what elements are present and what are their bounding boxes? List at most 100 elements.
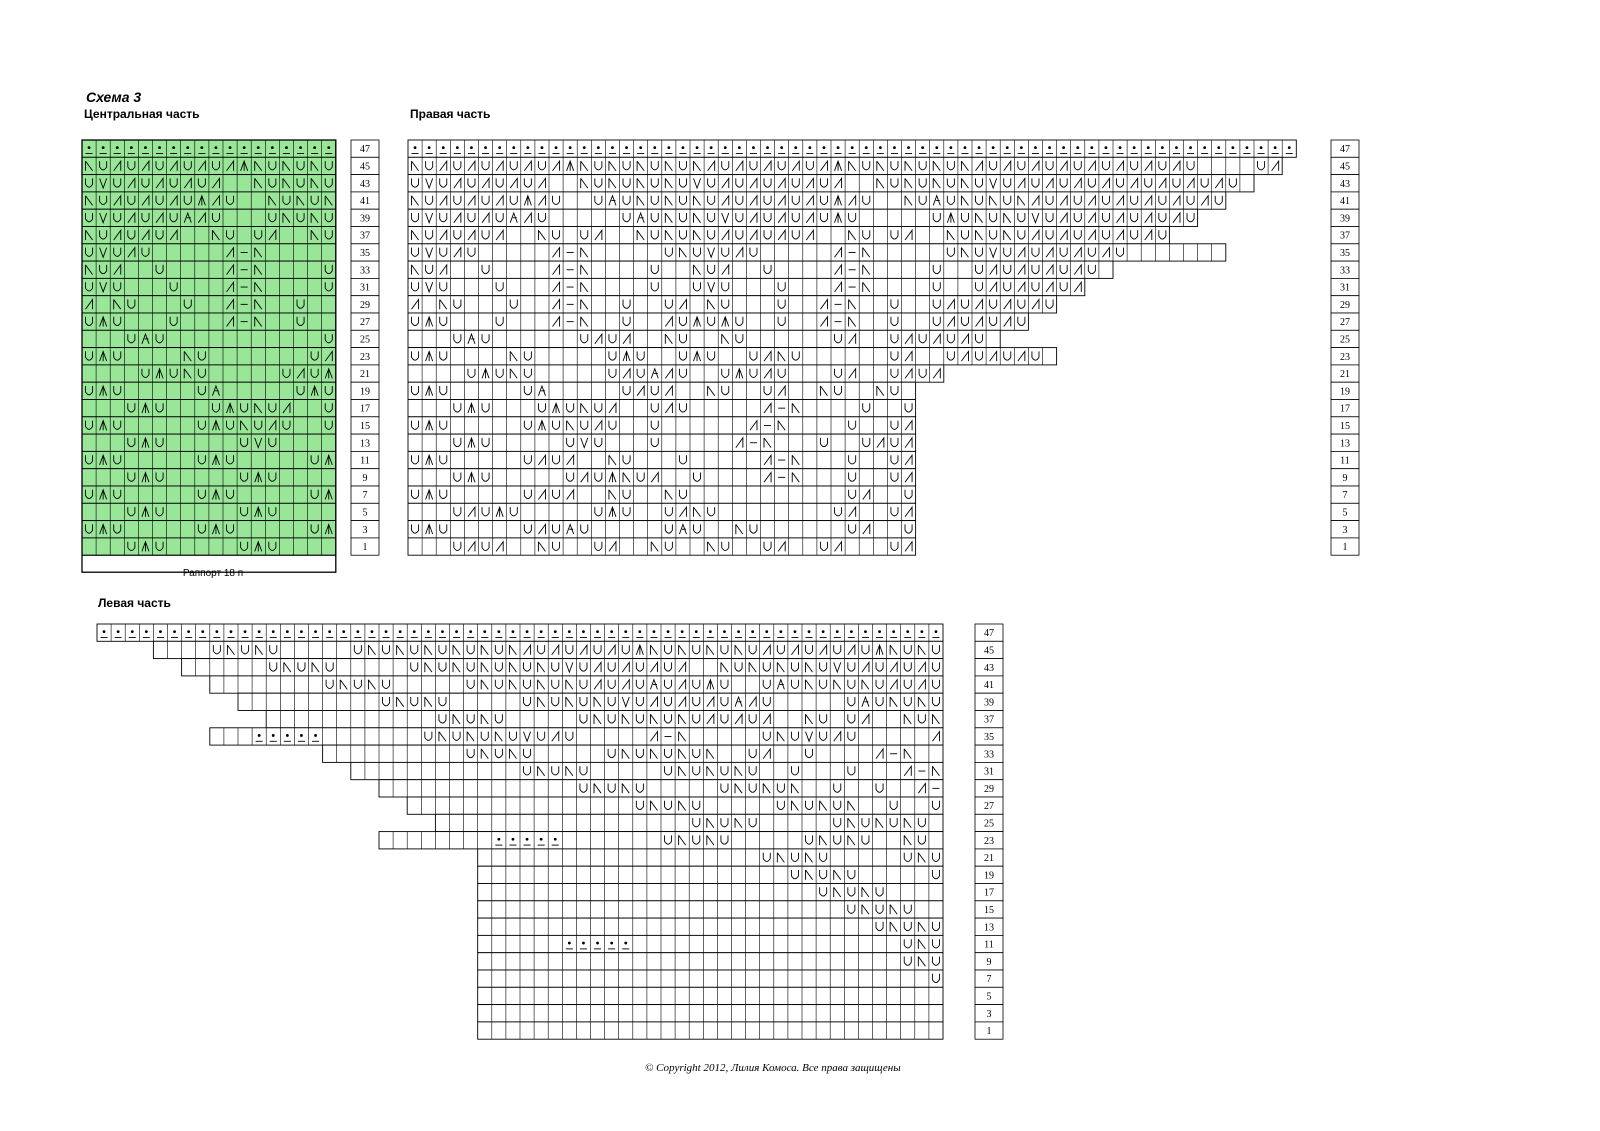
double-decrease-symbol [99, 419, 108, 431]
yarn-over-symbol [960, 299, 969, 309]
yarn-over-symbol [650, 178, 659, 188]
yarn-over-symbol [748, 748, 757, 759]
k2tog-symbol [622, 367, 631, 379]
k2tog-symbol [721, 194, 730, 206]
purl-dot-symbol [498, 146, 502, 150]
k2tog-symbol [763, 367, 772, 379]
ssk-symbol [734, 765, 743, 777]
yarn-over-symbol [1228, 178, 1237, 188]
yarn-over-symbol [382, 679, 391, 689]
double-decrease-symbol [538, 419, 546, 431]
yarn-over-symbol [523, 178, 532, 188]
yarn-over-symbol [1186, 195, 1195, 205]
k2tog-symbol [169, 194, 178, 206]
k2tog-symbol [819, 643, 828, 656]
yarn-over-symbol [552, 541, 561, 551]
ssk-symbol [367, 644, 376, 656]
yarn-over-symbol [931, 800, 940, 811]
ssk-symbol [678, 731, 687, 742]
yarn-over-symbol [720, 818, 729, 828]
yarn-over-symbol [664, 541, 673, 551]
yarn-over-symbol [183, 299, 192, 309]
ssk-symbol [593, 714, 602, 725]
ssk-symbol [621, 783, 630, 794]
purl-dot-symbol [101, 146, 105, 150]
yarn-over-symbol [790, 766, 799, 776]
purl-dot-symbol [229, 630, 233, 634]
yarn-over-symbol [805, 645, 814, 655]
yarn-over-symbol [650, 195, 659, 205]
ssk-symbol [580, 299, 589, 310]
row-background [477, 934, 944, 954]
yarn-over-symbol [268, 161, 277, 171]
yarn-over-symbol [593, 645, 602, 655]
ssk-symbol [621, 714, 630, 725]
purl-dot-symbol [977, 146, 981, 150]
yarn-over-symbol [678, 368, 687, 378]
yarn-over-symbol [268, 541, 277, 551]
k2tog-symbol [904, 228, 913, 241]
ssk-symbol [439, 299, 448, 310]
yarn-over-symbol [848, 455, 857, 465]
yarn-over-symbol [439, 455, 448, 465]
purl-dot-symbol [864, 630, 867, 634]
ssk-symbol [282, 212, 291, 223]
yarn-over-symbol [1087, 264, 1096, 275]
yarn-over-symbol [875, 679, 884, 689]
k2tog-symbol [763, 471, 772, 483]
k2tog-symbol [607, 643, 616, 656]
double-decrease-symbol [254, 471, 263, 483]
yarn-over-symbol [707, 507, 716, 517]
chart-row [209, 727, 944, 746]
k2tog-symbol [706, 695, 715, 707]
k2tog-symbol [141, 228, 150, 241]
k2tog-symbol [1045, 246, 1054, 258]
k2tog-symbol [453, 211, 462, 223]
yarn-over-symbol [509, 299, 518, 309]
purl-dot-symbol [709, 146, 713, 150]
yarn-over-symbol [819, 195, 828, 205]
chart-row [407, 416, 917, 435]
purl-dot-symbol [836, 146, 840, 150]
k2tog-symbol [453, 177, 462, 189]
yarn-over-symbol [931, 697, 940, 707]
k2tog-symbol [608, 401, 617, 414]
yarn-over-symbol [975, 351, 984, 361]
k2tog-symbol [226, 280, 235, 293]
double-decrease-symbol [425, 350, 434, 362]
purl-dot-symbol [469, 630, 473, 634]
k2tog-symbol [296, 367, 305, 379]
chart-row [81, 174, 337, 193]
yarn-over-symbol [282, 195, 291, 205]
double-decrease-symbol [212, 523, 220, 535]
yarn-over-symbol [509, 507, 518, 517]
yarn-over-symbol [552, 455, 561, 465]
purl-dot-symbol [765, 630, 769, 634]
row-number-label: 3 [987, 1009, 992, 1020]
ssk-symbol [664, 178, 673, 189]
yarn-over-symbol [296, 386, 305, 396]
yarn-over-symbol [509, 195, 518, 205]
chart-row [407, 174, 1255, 193]
yarn-over-symbol [862, 161, 871, 171]
yarn-over-symbol [552, 230, 561, 240]
yarn-over-symbol [495, 282, 504, 292]
k2tog-symbol [650, 471, 659, 483]
k2tog-symbol [820, 315, 828, 327]
ssk-symbol [580, 178, 589, 189]
purl-dot-symbol [582, 630, 585, 634]
k2tog-symbol [721, 263, 730, 275]
row-number-label: 5 [987, 991, 992, 1002]
yarn-over-symbol [862, 437, 871, 448]
yarn-over-symbol [439, 316, 448, 327]
purl-dot-symbol [129, 146, 133, 150]
yarn-over-symbol [650, 437, 659, 448]
ssk-symbol [678, 714, 687, 725]
purl-dot-symbol [878, 630, 881, 634]
yarn-over-symbol [113, 213, 122, 223]
ssk-symbol [917, 921, 926, 932]
yarn-over-symbol [85, 455, 94, 465]
chart-row [477, 900, 944, 919]
yarn-over-symbol [777, 161, 786, 171]
